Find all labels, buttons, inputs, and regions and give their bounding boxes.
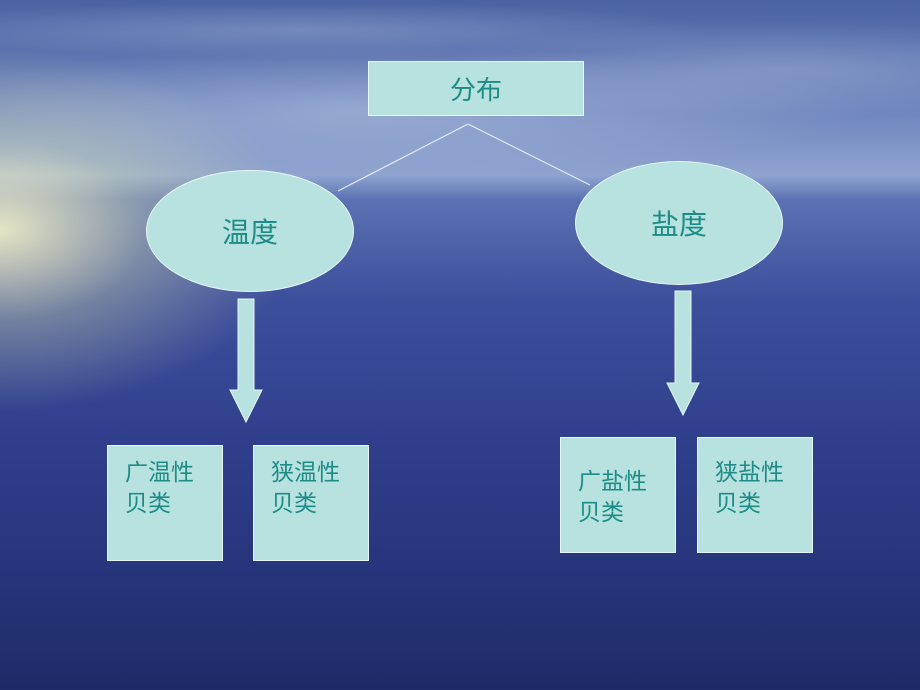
leaf-node-line2: 贝类 xyxy=(715,491,761,517)
branch-node-temperature: 温度 xyxy=(146,170,354,292)
leaf-node-line1: 广温性 xyxy=(125,460,194,486)
leaf-node-line2: 贝类 xyxy=(271,491,317,517)
root-node-distribution: 分布 xyxy=(368,61,584,116)
leaf-node-line1: 广盐性 xyxy=(578,469,647,495)
branch-node-label: 温度 xyxy=(221,216,278,249)
leaf-node-line2: 贝类 xyxy=(578,500,624,526)
leaf-node-eurythermal-shellfish: 广温性 贝类 xyxy=(107,445,223,561)
leaf-node-line1: 狭盐性 xyxy=(715,460,784,486)
leaf-node-euryhaline-shellfish: 广盐性 贝类 xyxy=(560,437,676,553)
leaf-node-stenothermal-shellfish: 狭温性 贝类 xyxy=(253,445,369,561)
arrow-down-temperature xyxy=(229,298,263,424)
root-node-label: 分布 xyxy=(449,76,502,106)
connector-root-to-temperature xyxy=(337,123,469,192)
leaf-node-line1: 狭温性 xyxy=(271,460,340,486)
leaf-node-stenohaline-shellfish: 狭盐性 贝类 xyxy=(697,437,813,553)
branch-node-salinity: 盐度 xyxy=(575,161,783,285)
branch-node-label: 盐度 xyxy=(650,208,707,241)
leaf-node-line2: 贝类 xyxy=(125,491,171,517)
connector-root-to-salinity xyxy=(467,123,591,186)
arrow-down-salinity xyxy=(666,290,700,417)
